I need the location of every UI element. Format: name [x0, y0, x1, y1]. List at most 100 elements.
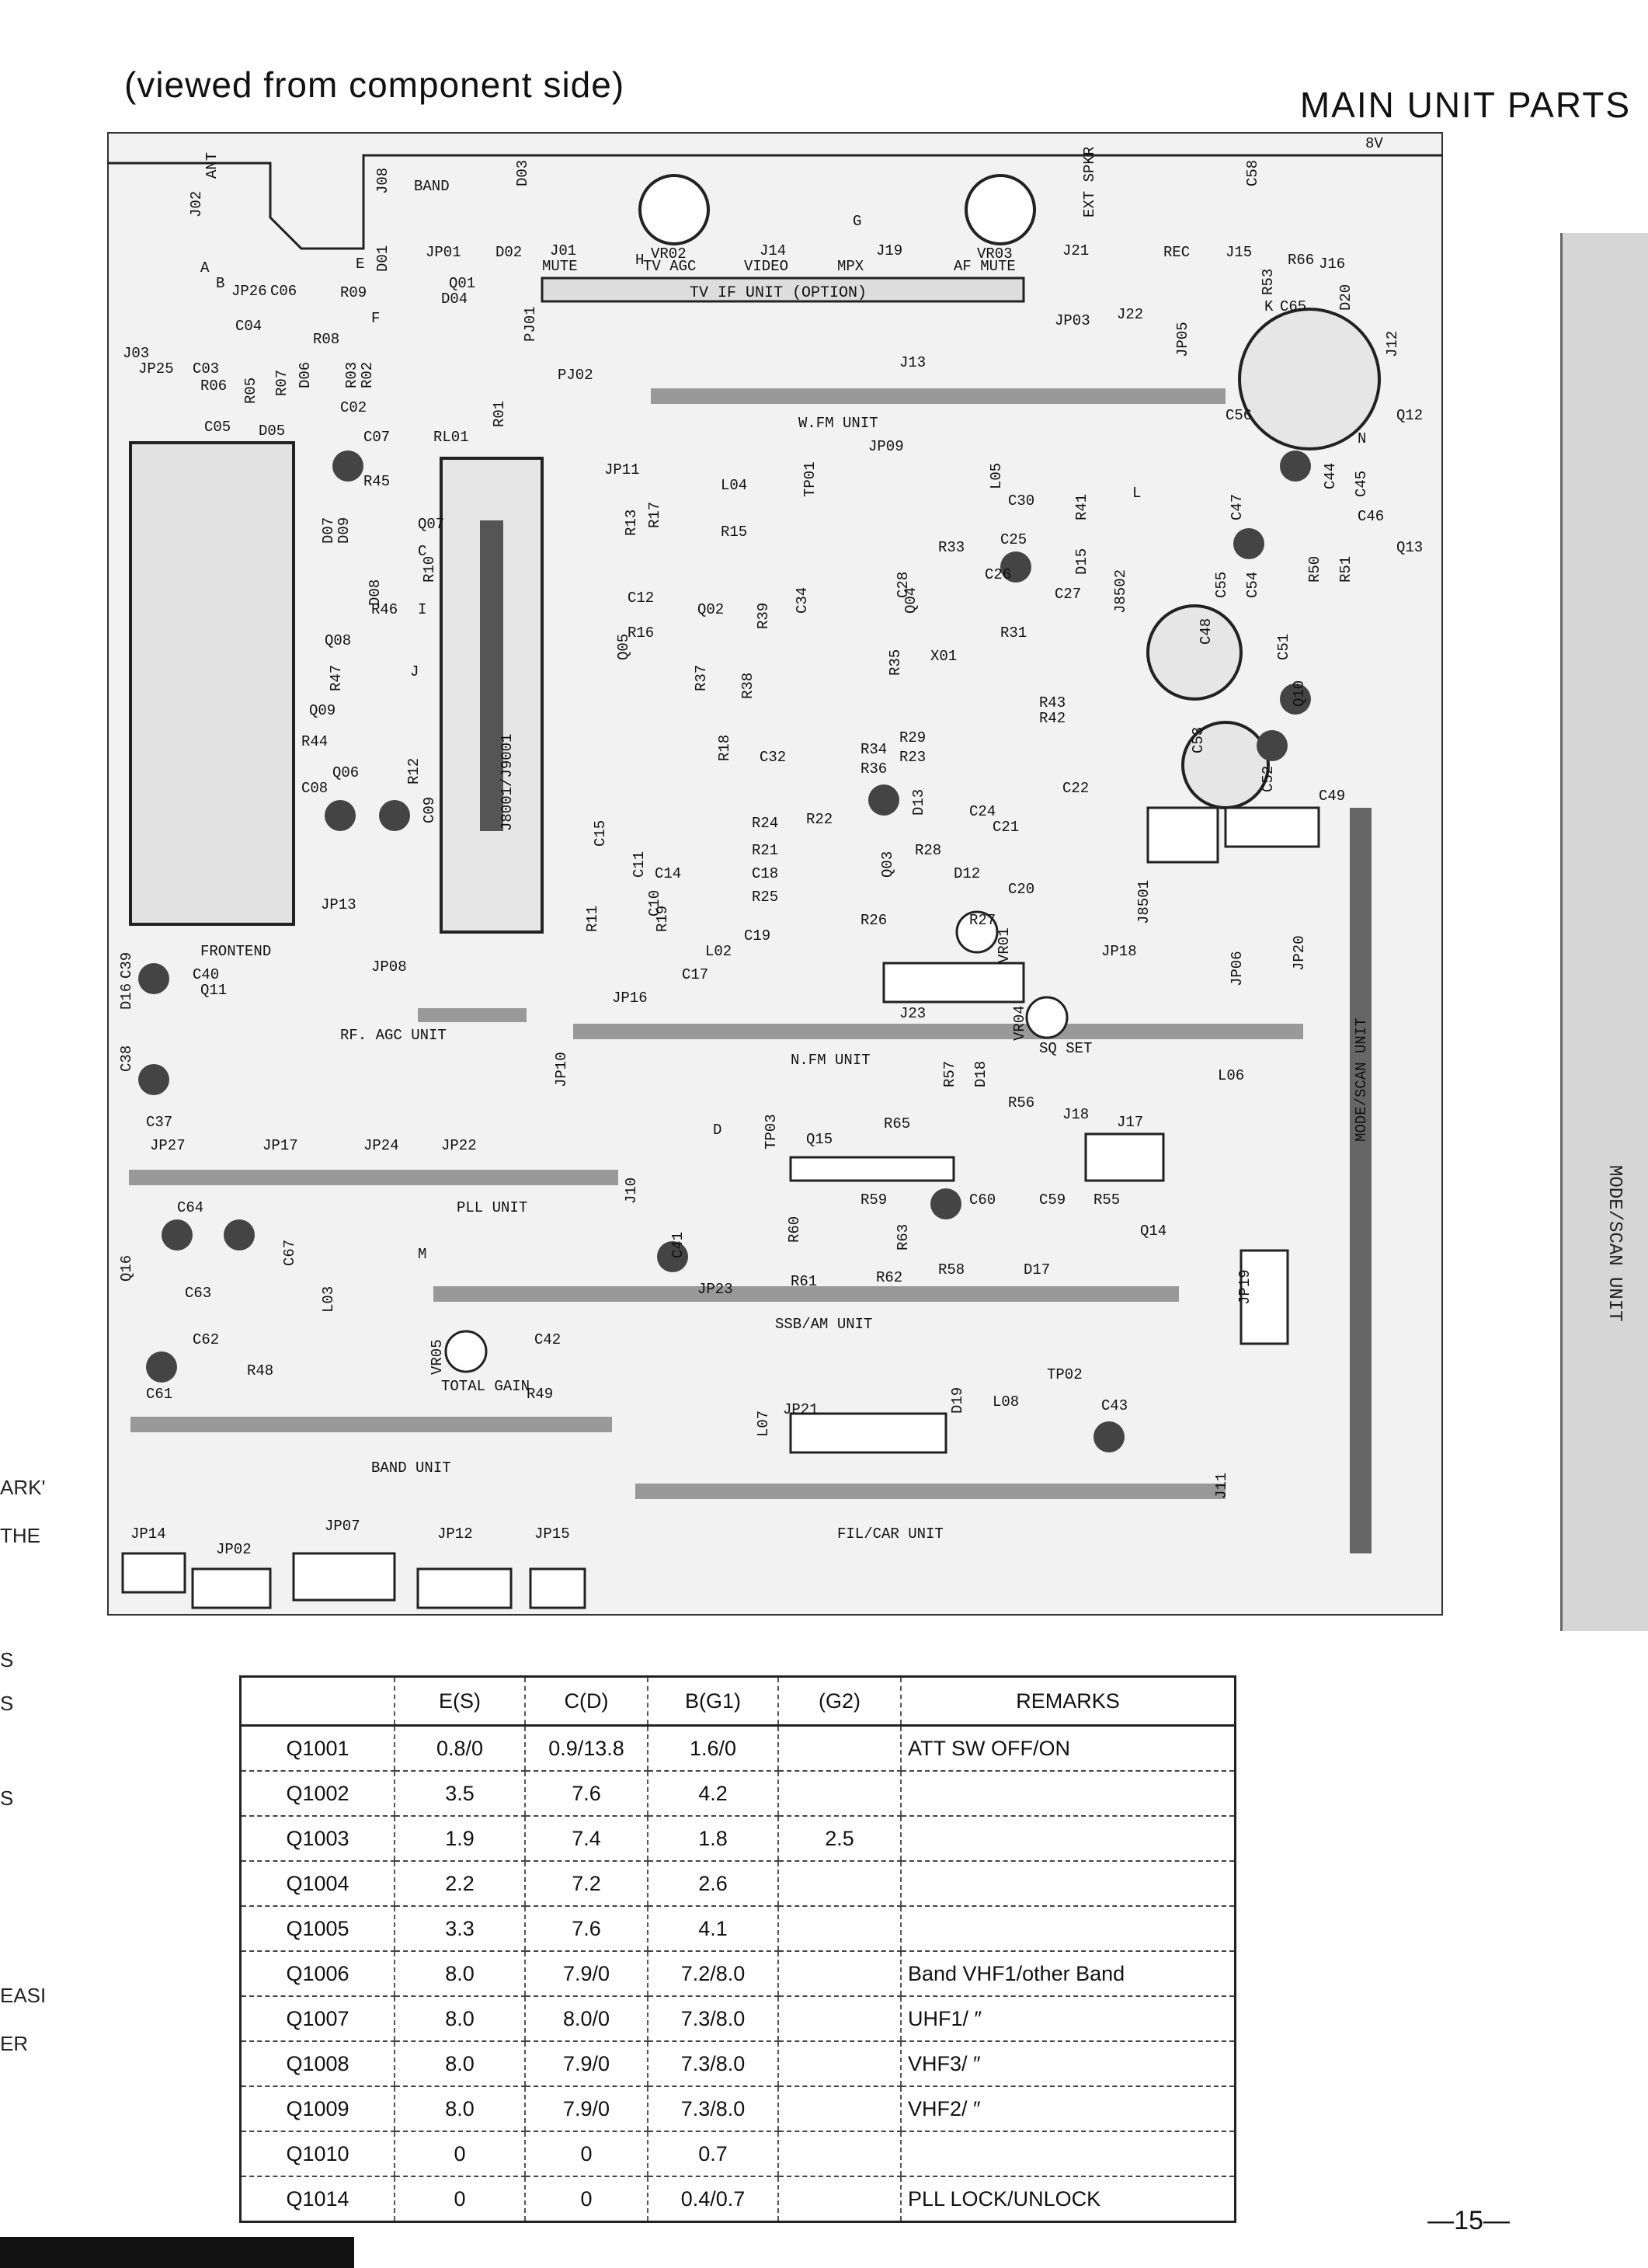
- nfm-unit-label: N.FM UNIT: [791, 1052, 871, 1069]
- component-label: VR05: [429, 1339, 446, 1375]
- component-label: C30: [1008, 492, 1034, 510]
- tv-if-unit-label: TV IF UNIT (OPTION): [690, 284, 867, 302]
- mute-label: MUTE: [542, 258, 578, 275]
- component-label: R51: [1337, 556, 1354, 583]
- table-cell-g: [777, 2131, 901, 2177]
- component-label: Q14: [1140, 1223, 1166, 1240]
- component-label: L03: [320, 1286, 337, 1313]
- table-cell-e: 8.0: [394, 1951, 525, 1997]
- table-cell-e: 3.5: [394, 1771, 525, 1817]
- component-label: C45: [1353, 471, 1370, 497]
- component-label: RL01: [433, 429, 469, 446]
- component-label: R31: [1000, 624, 1027, 642]
- point-label: F: [371, 310, 380, 327]
- table-cell-q: Q1002: [239, 1771, 395, 1817]
- component-label: JP06: [1229, 951, 1246, 986]
- component-label: R53: [1260, 269, 1277, 295]
- component-label: L02: [705, 943, 732, 960]
- table-cell-q: Q1009: [239, 2086, 395, 2132]
- component-label: R16: [628, 624, 654, 642]
- component-label: J11: [1213, 1473, 1230, 1499]
- component-label: D03: [514, 160, 531, 186]
- component-label: L06: [1218, 1067, 1244, 1084]
- ext-spkr-label: EXT SPKR: [1081, 147, 1098, 217]
- component-label: R66: [1288, 252, 1314, 269]
- component-label: J01: [550, 242, 576, 259]
- table-header-row: E(S) C(D) B(G1) (G2) REMARKS: [239, 1675, 1236, 1727]
- component-label: C56: [1226, 407, 1252, 424]
- component-label: C37: [146, 1114, 172, 1131]
- component-label: R50: [1306, 556, 1323, 583]
- component-label: TP01: [801, 461, 819, 497]
- table-cell-b: 2.6: [647, 1861, 778, 1907]
- point-label: C: [418, 543, 426, 560]
- table-cell-g: [777, 1906, 901, 1952]
- component-label: R13: [623, 510, 640, 536]
- video-label: VIDEO: [744, 258, 788, 275]
- component-label: R06: [200, 377, 227, 395]
- column-header-c: C(D): [524, 1675, 648, 1727]
- component-label: C26: [985, 566, 1011, 583]
- component-label: C41: [669, 1232, 687, 1258]
- table-cell-c: 7.4: [524, 1816, 648, 1862]
- component-label: JP27: [150, 1137, 186, 1154]
- component-label: C44: [1322, 463, 1339, 489]
- table-cell-e: 0.8/0: [394, 1725, 525, 1772]
- component-label: R58: [938, 1261, 965, 1278]
- mpx-label: MPX: [837, 258, 864, 275]
- component-label: C05: [204, 419, 231, 436]
- component-label: R01: [491, 401, 508, 427]
- page-title: MAIN UNIT PARTS: [1299, 85, 1631, 125]
- table-cell-e: 8.0: [394, 1996, 525, 2042]
- margin-text: THE: [0, 1524, 40, 1547]
- table-cell-c: 7.6: [524, 1906, 648, 1952]
- component-label: Q03: [879, 851, 896, 878]
- page-number: —15—: [1427, 2206, 1510, 2235]
- right-strip-label: MODE/SCAN UNIT: [1604, 1165, 1625, 1322]
- component-label: J23: [899, 1005, 926, 1022]
- component-label: R49: [527, 1386, 553, 1403]
- component-label: D06: [297, 362, 314, 388]
- component-label: D16: [118, 983, 135, 1010]
- component-label: C48: [1198, 618, 1215, 645]
- table-cell-g: [777, 1725, 901, 1772]
- component-label: C07: [363, 429, 390, 446]
- ssb-am-unit-label: SSB/AM UNIT: [775, 1316, 872, 1333]
- component-label: R02: [359, 362, 376, 388]
- component-label: L05: [988, 463, 1005, 489]
- component-label: JP10: [553, 1052, 570, 1087]
- table-cell-e: 8.0: [394, 2086, 525, 2132]
- point-label: D: [713, 1122, 721, 1139]
- table-cell-g: [777, 2086, 901, 2132]
- band-unit-label: BAND UNIT: [371, 1459, 451, 1477]
- component-label: C60: [969, 1191, 996, 1209]
- component-label: JP26: [231, 283, 267, 300]
- component-label: D01: [374, 245, 391, 272]
- component-label: JP23: [697, 1281, 733, 1298]
- table-cell-g: [777, 1861, 901, 1907]
- table-cell-b: 7.3/8.0: [647, 1996, 778, 2042]
- point-label: J: [410, 663, 419, 680]
- component-label: Q04: [902, 587, 920, 614]
- table-cell-c: 7.2: [524, 1861, 648, 1907]
- point-label: H: [635, 252, 644, 269]
- component-label: C53: [1190, 727, 1207, 753]
- point-label: L: [1132, 485, 1141, 502]
- mode-scan-unit-label: MODE/SCAN UNIT: [1353, 1017, 1370, 1142]
- tv-agc-label: TV AGC: [643, 258, 696, 275]
- component-label: J10: [623, 1177, 640, 1204]
- component-label: C25: [1000, 531, 1027, 548]
- component-label: R19: [654, 906, 671, 932]
- component-label: R55: [1093, 1191, 1120, 1209]
- pcb-board-diagram: TV IF UNIT (OPTION) W.FM UNIT FRONTEND R…: [107, 132, 1443, 1616]
- component-label: R21: [752, 842, 778, 859]
- component-label: JP25: [138, 360, 174, 377]
- component-label: D02: [495, 244, 522, 261]
- table-cell-e: 0: [394, 2176, 525, 2223]
- margin-text: S: [0, 1786, 14, 1810]
- column-header-e: E(S): [394, 1675, 525, 1727]
- component-label: R62: [876, 1269, 902, 1286]
